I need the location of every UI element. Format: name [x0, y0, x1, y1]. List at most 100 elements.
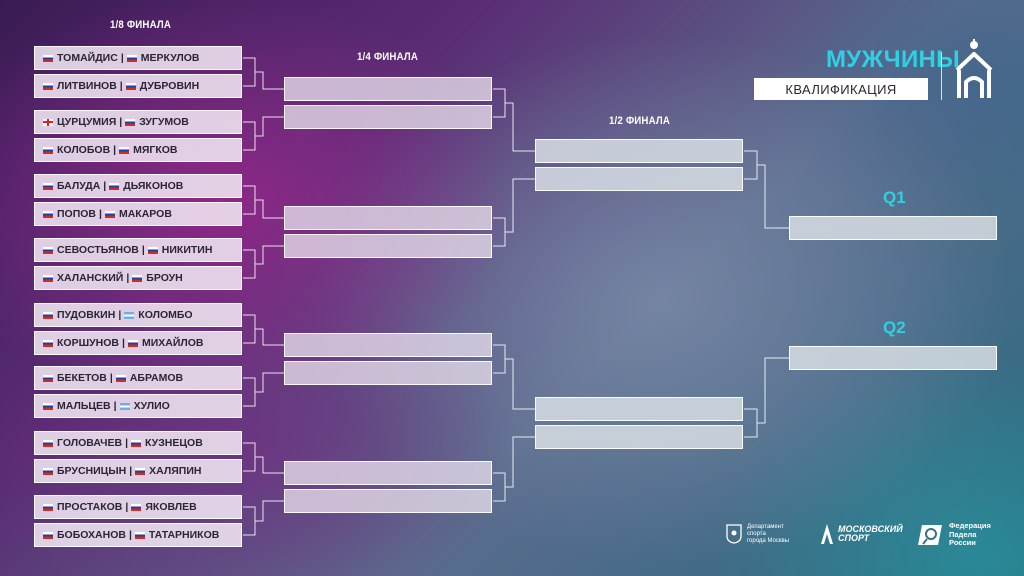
qf-slot-2[interactable] — [284, 105, 492, 129]
padel-line-2: Падела — [949, 529, 977, 539]
qf-slot-3[interactable] — [284, 206, 492, 230]
flag-ru-icon — [43, 467, 53, 475]
r16-match-2[interactable]: ЛИТВИНОВ|ДУБРОВИН — [34, 74, 242, 98]
player-name: ХАЛАНСКИЙ — [57, 272, 124, 284]
player-name: ЛИТВИНОВ — [57, 80, 117, 92]
pair-separator: | — [122, 337, 125, 349]
qf-slot-7[interactable] — [284, 461, 492, 485]
church-logo-icon — [955, 39, 993, 98]
msport-line-1: МОСКОВСКИЙ — [838, 523, 903, 534]
r16-match-12[interactable]: МАЛЬЦЕВ|ХУЛИО — [34, 394, 242, 418]
r16-match-4[interactable]: КОЛОБОВ|МЯГКОВ — [34, 138, 242, 162]
pair-separator: | — [118, 309, 122, 321]
header-divider — [941, 52, 942, 100]
player-name: МЕРКУЛОВ — [140, 52, 200, 64]
r16-match-8[interactable]: ХАЛАНСКИЙ| БРОУН — [34, 266, 242, 290]
padel-line-1: Федерация — [949, 521, 991, 530]
pair-separator: | — [119, 80, 123, 92]
sf-slot-1[interactable] — [535, 139, 743, 163]
pair-separator: | — [113, 144, 117, 156]
flag-ru-icon — [43, 503, 53, 511]
r16-match-5[interactable]: БАЛУДА|ДЬЯКОНОВ — [34, 174, 242, 198]
flag-ru-icon — [126, 54, 137, 62]
sf-slot-4[interactable] — [535, 425, 743, 449]
q1-label: Q1 — [883, 188, 906, 207]
flag-ru-icon — [43, 402, 53, 410]
round-title-sf: 1/2 ФИНАЛА — [609, 115, 671, 127]
player-name: ТОМАЙДИС — [57, 52, 118, 64]
flag-ru-icon — [134, 531, 145, 539]
flag-ru-icon — [109, 182, 120, 190]
round-title-qf: 1/4 ФИНАЛА — [357, 51, 419, 63]
r16-match-13[interactable]: ГОЛОВАЧЕВ|КУЗНЕЦОВ — [34, 431, 242, 455]
pair-separator: | — [103, 180, 107, 192]
flag-ru-icon — [43, 146, 53, 154]
flag-ge-icon — [43, 118, 53, 126]
player-name: ГОЛОВАЧЕВ — [57, 437, 123, 449]
player-name: ПОПОВ — [57, 208, 97, 220]
flag-ru-icon — [43, 439, 53, 447]
qf-slot-5[interactable] — [284, 333, 492, 357]
r16-match-1[interactable]: ТОМАЙДИС| МЕРКУЛОВ — [34, 46, 242, 70]
flag-ru-icon — [131, 439, 142, 447]
qf-slot-6[interactable] — [284, 361, 492, 385]
r16-match-3[interactable]: ЦУРЦУМИЯ|ЗУГУМОВ — [34, 110, 242, 134]
r16-match-10[interactable]: КОРШУНОВ|МИХАЙЛОВ — [34, 331, 242, 355]
player-name: ХУЛИО — [133, 400, 170, 412]
flag-ru-icon — [119, 146, 130, 154]
r16-match-6[interactable]: ПОПОВ|МАКАРОВ — [34, 202, 242, 226]
pair-separator: | — [128, 529, 132, 541]
moscow-sport-icon — [821, 524, 833, 544]
player-name: АБРАМОВ — [129, 372, 184, 384]
flag-ru-icon — [43, 311, 53, 319]
flag-ru-icon — [43, 531, 53, 539]
player-name: ЦУРЦУМИЯ — [57, 116, 117, 128]
flag-ru-icon — [43, 54, 53, 62]
flag-ru-icon — [115, 374, 126, 382]
player-name: НИКИТИН — [161, 244, 213, 256]
round-title-r16: 1/8 ФИНАЛА — [110, 19, 172, 31]
pair-separator: | — [141, 244, 145, 256]
dept-line-1: Департамент — [747, 524, 784, 530]
flag-ru-icon — [147, 246, 158, 254]
r16-match-11[interactable]: БЕКЕТОВ|АБРАМОВ — [34, 366, 242, 390]
player-name: КОРШУНОВ — [57, 337, 119, 349]
q1-slot[interactable] — [789, 216, 997, 240]
flag-ru-icon — [132, 274, 143, 282]
player-name: КОЛОБОВ — [57, 144, 111, 156]
flag-ru-icon — [135, 467, 146, 475]
flag-ar-icon — [124, 311, 135, 319]
sf-slot-3[interactable] — [535, 397, 743, 421]
padel-federation-icon — [918, 524, 942, 545]
r16-match-16[interactable]: БОБОХАНОВ| ТАТАРНИКОВ — [34, 523, 242, 547]
player-name: ТАТАРНИКОВ — [148, 529, 220, 541]
flag-ru-icon — [43, 182, 53, 190]
pair-separator: | — [126, 272, 130, 284]
player-name: МАКАРОВ — [118, 208, 172, 220]
sf-slot-2[interactable] — [535, 167, 743, 191]
player-name: КОЛОМБО — [138, 309, 193, 321]
dept-line-3: города Москвы — [747, 537, 789, 544]
pair-separator: | — [129, 465, 133, 477]
player-name: БРОУН — [146, 272, 183, 284]
q2-slot[interactable] — [789, 346, 997, 370]
r16-match-14[interactable]: БРУСНИЦЫН|ХАЛЯПИН — [34, 459, 242, 483]
player-name: БОБОХАНОВ — [57, 529, 126, 541]
r16-match-7[interactable]: СЕВОСТЬЯНОВ| НИКИТИН — [34, 238, 242, 262]
stage-badge: КВАЛИФИКАЦИЯ — [754, 78, 928, 100]
pair-separator: | — [113, 400, 117, 412]
qf-slot-1[interactable] — [284, 77, 492, 101]
pair-separator: | — [120, 52, 124, 64]
sponsor-moscow-sport: МОСКОВСКИЙ СПОРТ — [820, 523, 903, 545]
flag-ru-icon — [43, 82, 53, 90]
r16-match-15[interactable]: ПРОСТАКОВ|ЯКОВЛЕВ — [34, 495, 242, 519]
dept-line-2: спорта — [747, 530, 766, 537]
pair-separator: | — [125, 437, 129, 449]
qf-slot-4[interactable] — [284, 234, 492, 258]
player-name: СЕВОСТЬЯНОВ — [57, 244, 139, 256]
r16-match-9[interactable]: ПУДОВКИН|КОЛОМБО — [34, 303, 242, 327]
player-name: ДЬЯКОНОВ — [123, 180, 184, 192]
pair-separator: | — [109, 372, 113, 384]
qf-slot-8[interactable] — [284, 489, 492, 513]
